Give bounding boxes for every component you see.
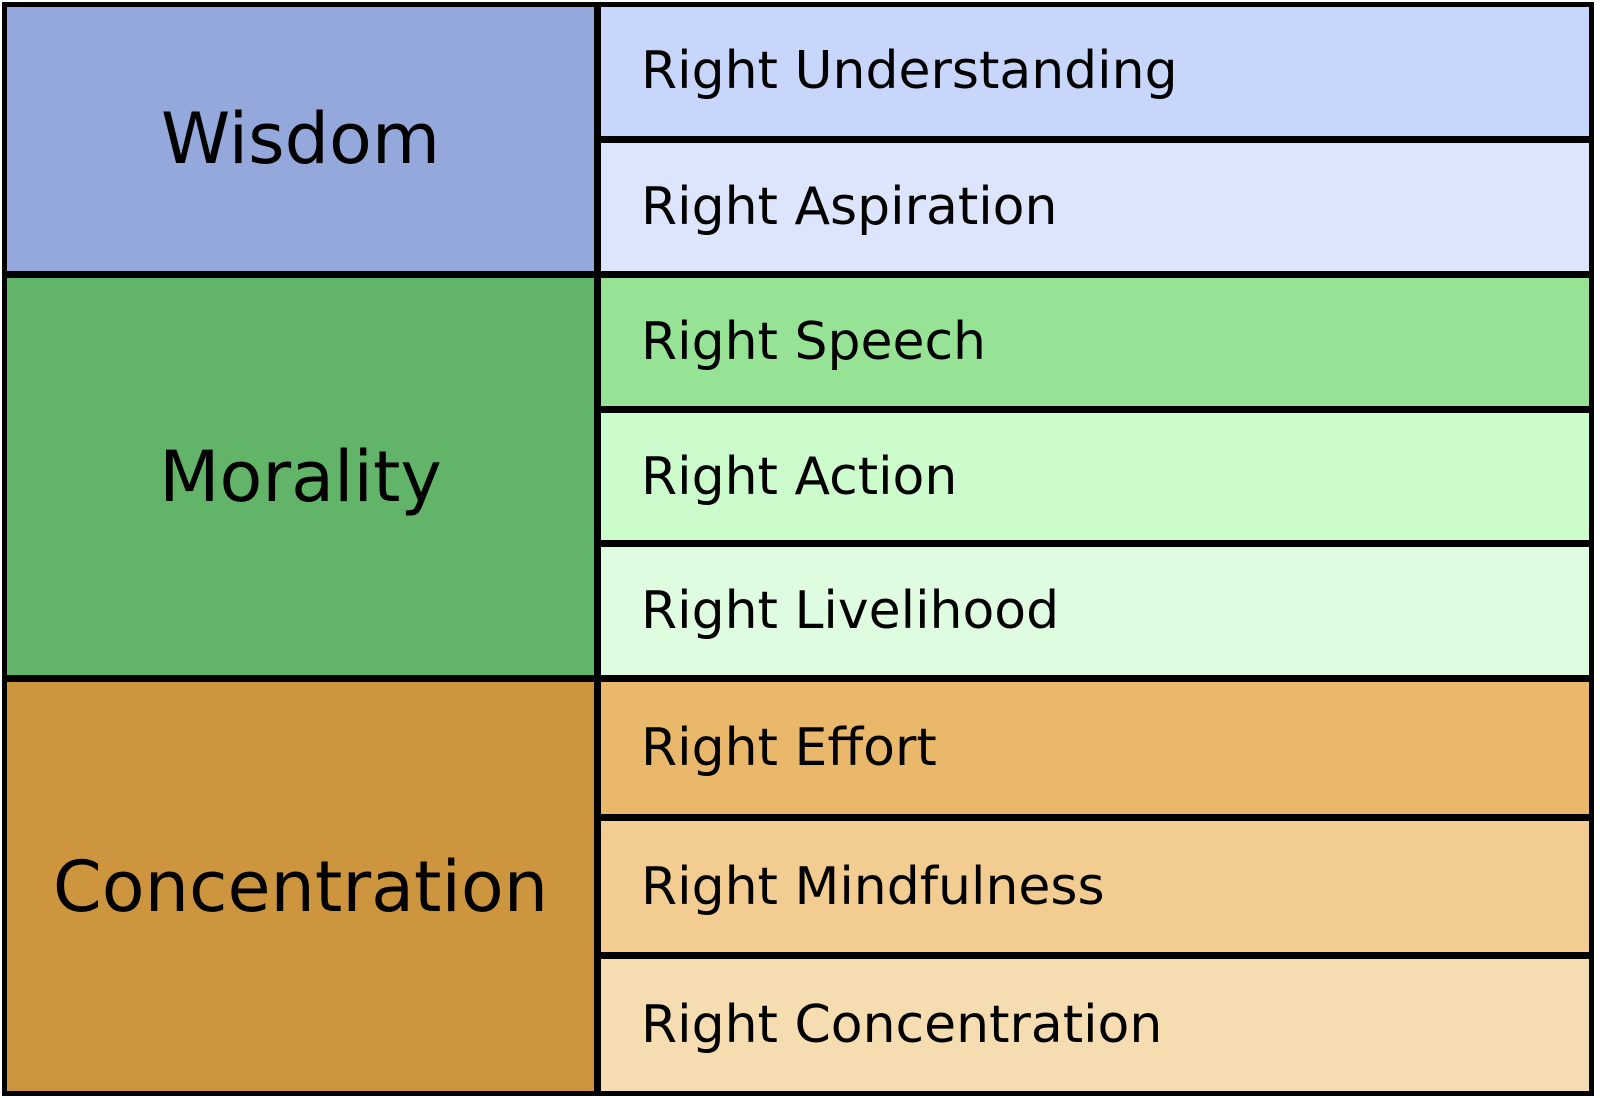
- morality-items: Right Speech Right Action Right Liveliho…: [601, 278, 1589, 676]
- item-right-speech: Right Speech: [601, 278, 1589, 406]
- category-concentration: Concentration: [7, 682, 594, 1091]
- item-right-mindfulness: Right Mindfulness: [601, 820, 1589, 953]
- item-right-livelihood: Right Livelihood: [601, 547, 1589, 676]
- wisdom-items: Right Understanding Right Aspiration: [601, 7, 1589, 271]
- concentration-items: Right Effort Right Mindfulness Right Con…: [601, 682, 1589, 1092]
- item-right-action: Right Action: [601, 412, 1589, 541]
- category-morality: Morality: [7, 278, 594, 675]
- item-right-effort: Right Effort: [601, 682, 1589, 814]
- item-right-concentration: Right Concentration: [601, 959, 1589, 1092]
- item-right-understanding: Right Understanding: [601, 7, 1589, 136]
- item-right-aspiration: Right Aspiration: [601, 142, 1589, 271]
- category-wisdom: Wisdom: [7, 7, 594, 271]
